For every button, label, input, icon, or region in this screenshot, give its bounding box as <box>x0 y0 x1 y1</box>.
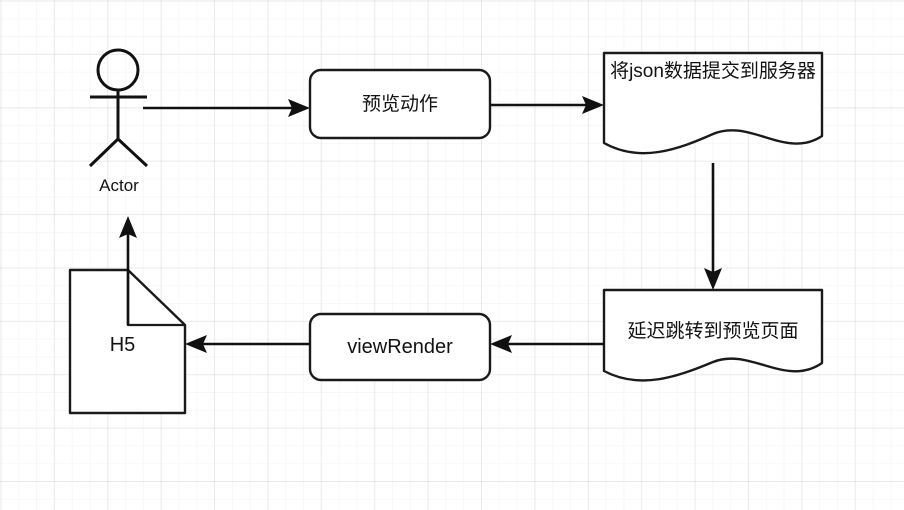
node-delay-redirect[interactable] <box>602 288 824 382</box>
arrowhead-icon <box>490 335 512 353</box>
arrowhead-icon <box>185 335 207 353</box>
edge-h5-to-actor[interactable] <box>119 216 137 325</box>
edge-preview-to-submit[interactable] <box>490 96 604 114</box>
edge-actor-to-preview[interactable] <box>143 99 310 117</box>
arrowhead-icon <box>704 268 722 290</box>
actor-leg-right-icon <box>116 137 149 168</box>
edge-render-to-h5[interactable] <box>185 335 310 353</box>
actor-leg-left-icon <box>88 137 120 168</box>
node-submit-json[interactable] <box>602 51 824 155</box>
actor-head-icon <box>96 48 140 92</box>
edge-submit-to-delay[interactable] <box>704 163 722 290</box>
edge-delay-to-render[interactable] <box>490 335 604 353</box>
arrowhead-icon <box>582 96 604 114</box>
node-view-render[interactable] <box>308 312 492 382</box>
arrowhead-icon <box>119 216 137 238</box>
h5-outline <box>68 268 187 415</box>
node-preview-action[interactable] <box>308 68 492 140</box>
node-actor-figure[interactable] <box>88 48 149 168</box>
arrowhead-icon <box>288 99 310 117</box>
